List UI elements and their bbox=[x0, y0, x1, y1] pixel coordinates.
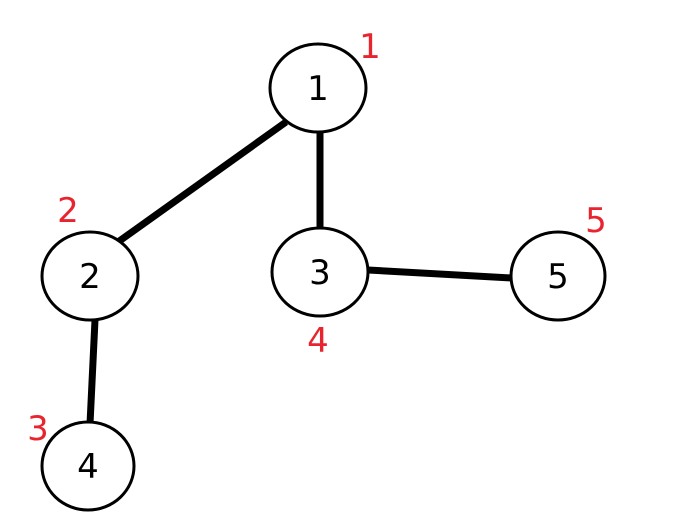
node-label: 1 bbox=[307, 69, 329, 109]
node-1: 1 bbox=[268, 42, 368, 134]
node-circle bbox=[270, 226, 370, 318]
order-label-node-5: 5 bbox=[585, 201, 607, 241]
node-5: 5 bbox=[509, 230, 607, 322]
edges-layer bbox=[86, 119, 513, 425]
node-2: 2 bbox=[40, 230, 140, 322]
nodes-layer: 1 2 3 4 5 bbox=[40, 42, 607, 512]
order-labels-layer: 1 2 4 3 5 bbox=[27, 27, 607, 449]
node-label: 4 bbox=[77, 447, 99, 487]
node-4: 4 bbox=[40, 420, 136, 512]
edge-2-4 bbox=[86, 319, 99, 425]
edge-1-2 bbox=[115, 119, 289, 245]
node-3: 3 bbox=[270, 226, 370, 318]
order-label-node-3: 4 bbox=[307, 321, 329, 361]
node-label: 3 bbox=[309, 253, 331, 293]
node-circle bbox=[40, 420, 136, 512]
order-label-node-4: 3 bbox=[27, 409, 49, 449]
order-label-node-1: 1 bbox=[359, 27, 381, 67]
node-label: 5 bbox=[547, 257, 569, 297]
node-label: 2 bbox=[79, 257, 101, 297]
order-label-node-2: 2 bbox=[57, 191, 79, 231]
node-circle bbox=[509, 230, 607, 322]
node-circle bbox=[268, 42, 368, 134]
edge-3-5 bbox=[367, 266, 513, 282]
node-circle bbox=[40, 230, 140, 322]
